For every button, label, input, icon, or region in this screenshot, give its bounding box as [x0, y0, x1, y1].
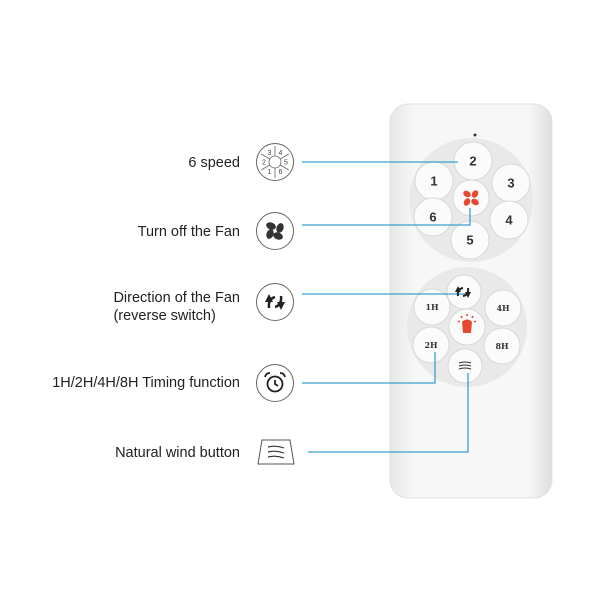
timer-button-1h[interactable]	[413, 288, 451, 326]
label-direction: Direction of the Fan (reverse switch)	[113, 289, 240, 325]
speed-button-2-label: 2	[469, 153, 477, 169]
callout-wind	[308, 373, 469, 453]
speed-button-4[interactable]	[489, 200, 529, 240]
speed-dial-number: 3	[268, 150, 272, 157]
speed-dial-number: 6	[279, 169, 283, 176]
wind-button-icon	[458, 361, 472, 370]
reverse-arrows-icon	[256, 283, 294, 321]
speed-button-5-label: 5	[466, 232, 474, 248]
lamp-icon	[457, 314, 477, 333]
speed-button-6[interactable]	[413, 197, 453, 237]
label-speed: 6 speed	[188, 155, 240, 171]
label-natural-wind: Natural wind button	[115, 445, 240, 461]
reverse-arrows-button-icon	[455, 286, 471, 298]
speed-button-4-label: 4	[505, 212, 513, 228]
label-direction-line2: (reverse switch)	[113, 308, 216, 324]
timer-button-2h-label: 2H	[424, 340, 438, 350]
fan-off-button[interactable]	[452, 179, 490, 217]
label-fan-off: Turn off the Fan	[137, 224, 240, 240]
callout-fan	[302, 208, 471, 226]
timer-button-4h[interactable]	[484, 289, 522, 327]
fan-icon	[256, 212, 294, 250]
natural-wind-button[interactable]	[447, 348, 483, 384]
speed-button-1-label: 1	[430, 173, 438, 189]
fan-off-button-icon	[463, 190, 479, 206]
callout-lines	[302, 161, 471, 453]
label-timing: 1H/2H/4H/8H Timing function	[52, 375, 240, 391]
speed-dial-number: 2	[262, 160, 266, 167]
speed-button-3-label: 3	[507, 175, 515, 191]
alarm-clock-icon	[256, 364, 294, 402]
wind-icon	[256, 438, 296, 471]
speed-dial-number: 1	[268, 169, 272, 176]
speed-button-6-label: 6	[429, 209, 437, 225]
label-direction-line1: Direction of the Fan	[113, 290, 240, 306]
reverse-button[interactable]	[446, 274, 482, 310]
timer-button-1h-label: 1H	[425, 302, 439, 312]
indicator-led	[473, 133, 477, 137]
timer-button-2h[interactable]	[412, 326, 450, 364]
callout-timing	[302, 352, 436, 384]
speed-dial-number: 5	[284, 160, 288, 167]
speed-dial-number: 4	[279, 150, 283, 157]
timer-button-8h-label: 8H	[495, 341, 509, 351]
timer-button-8h[interactable]	[483, 327, 521, 365]
timer-button-4h-label: 4H	[496, 303, 510, 313]
